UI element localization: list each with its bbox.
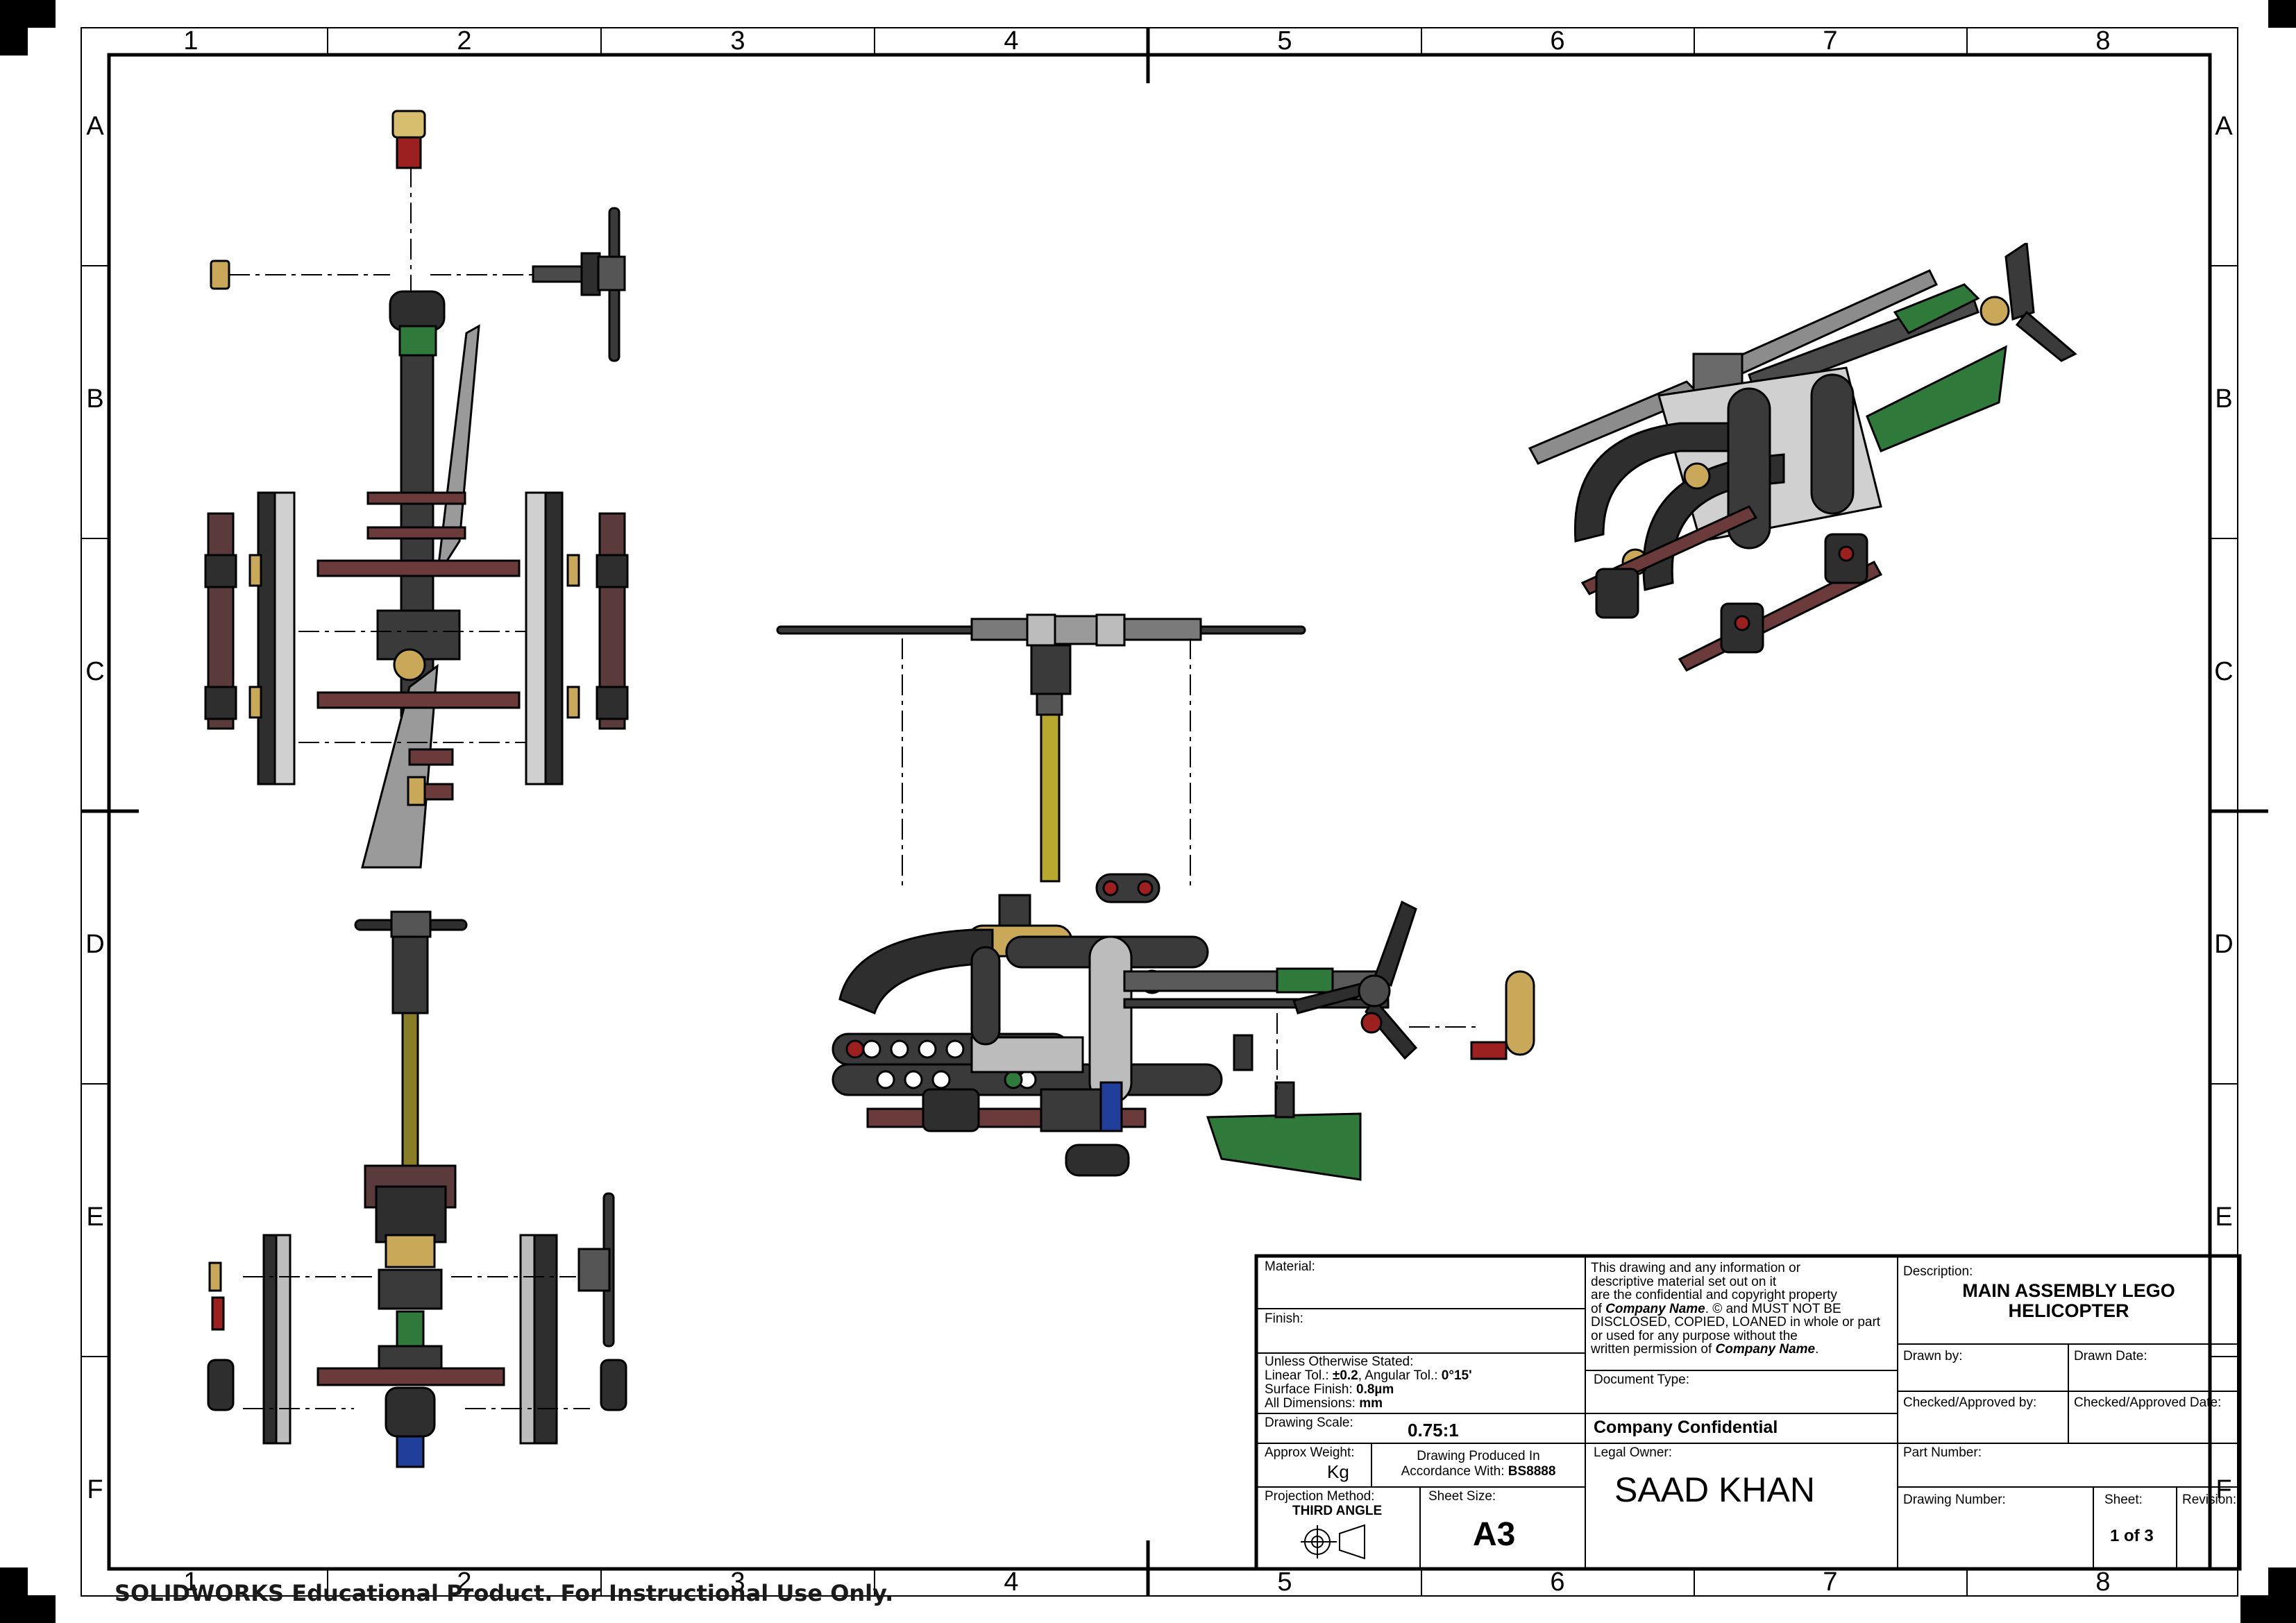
view-top-plan (204, 110, 629, 869)
part-front-cross-axle (316, 1367, 505, 1386)
part-iso-cockpit-arc-back (1573, 422, 1730, 543)
description-label: Description: (1903, 1264, 1973, 1279)
linear-tol-value: ±0.2 (1332, 1368, 1358, 1383)
standard-value: BS8888 (1508, 1464, 1556, 1479)
part-mast-yellow (1040, 713, 1061, 883)
zone-row-c-left: C (85, 657, 105, 686)
part-green-connector (398, 325, 437, 357)
legal-owner-value: SAAD KHAN (1614, 1470, 1815, 1509)
checked-date-label: Checked/Approved Date: (2074, 1395, 2222, 1410)
unless-stated-label: Unless Otherwise Stated: (1265, 1354, 1414, 1369)
description-value: MAIN ASSEMBLY LEGO HELICOPTER (1962, 1280, 2175, 1321)
part-rotor-mast-housing (391, 935, 429, 1014)
drawing-number-label: Drawing Number: (1903, 1493, 2006, 1507)
zone-col-3-bottom: 3 (730, 1567, 745, 1597)
zone-col-7-bottom: 7 (1823, 1567, 1838, 1597)
zone-col-4-bottom: 4 (1004, 1567, 1019, 1597)
third-angle-projection-icon (1301, 1524, 1365, 1560)
part-green-gear-front (396, 1310, 425, 1350)
all-dimensions-line: All Dimensions: mm (1265, 1396, 1383, 1411)
surface-finish-value: 0.8µm (1356, 1382, 1394, 1397)
zone-row-d-right: D (2214, 930, 2234, 959)
zone-row-b-left: B (86, 384, 104, 414)
zone-col-6-top: 6 (1550, 26, 1565, 56)
company-confidential: Company Confidential (1594, 1418, 1778, 1437)
part-blue-pin-side (1099, 1081, 1123, 1132)
tolerance-line: Linear Tol.: ±0.2, Angular Tol.: 0°15' (1265, 1368, 1472, 1383)
zone-col-6-bottom: 6 (1550, 1567, 1565, 1597)
zone-col-3-top: 3 (730, 26, 745, 56)
part-iso-tail-rotor (2004, 243, 2035, 321)
approx-weight-unit: Kg (1327, 1461, 1349, 1482)
sheet-size-label: Sheet Size: (1428, 1489, 1496, 1504)
drawing-scale-value: 0.75:1 (1408, 1420, 1459, 1441)
drawn-by-label: Drawn by: (1903, 1349, 1963, 1363)
zone-col-7-top: 7 (1823, 26, 1838, 56)
view-side-exploded (776, 613, 1535, 1181)
part-iso-green-fin (1866, 345, 2007, 452)
zone-row-d-left: D (85, 930, 105, 959)
legal-owner-label: Legal Owner: (1594, 1445, 1673, 1460)
part-main-blade-lower (361, 663, 439, 869)
part-pin-red (396, 136, 422, 169)
material-label: Material: (1265, 1259, 1315, 1274)
drawn-date-label: Drawn Date: (2074, 1349, 2147, 1363)
part-green-fin (1206, 1112, 1362, 1181)
projection-method-label: Projection Method: (1265, 1489, 1375, 1504)
revision-label: Revision: (2182, 1493, 2237, 1507)
zone-row-f-left: F (87, 1475, 103, 1504)
surface-finish-line: Surface Finish: 0.8µm (1265, 1382, 1394, 1397)
confidentiality-notice: This drawing and any information or desc… (1591, 1261, 1881, 1357)
corner-mark-tr (2268, 0, 2296, 28)
finish-label: Finish: (1265, 1311, 1303, 1326)
sheet-size-value: A3 (1473, 1516, 1516, 1553)
checked-by-label: Checked/Approved by: (1903, 1395, 2037, 1410)
part-red-pin-front (211, 1296, 225, 1331)
part-cross-axle-lower (316, 691, 521, 709)
zone-row-e-left: E (86, 1203, 104, 1232)
zone-col-2-bottom: 2 (457, 1567, 472, 1597)
part-number-label: Part Number: (1903, 1445, 1982, 1460)
zone-col-1-bottom: 1 (183, 1567, 199, 1597)
all-dimensions-value: mm (1359, 1396, 1383, 1411)
tolerances-block: Unless Otherwise Stated: Linear Tol.: ±0… (1265, 1355, 1472, 1411)
part-blue-pin (396, 1435, 425, 1468)
zone-row-f-right: F (2215, 1475, 2232, 1504)
part-center-hub (376, 609, 461, 661)
view-front (207, 910, 627, 1468)
zone-col-5-bottom: 5 (1277, 1567, 1292, 1597)
projection-method-value: THIRD ANGLE (1292, 1504, 1383, 1518)
part-tail-rotor-blade-2 (1365, 997, 1418, 1060)
part-cockpit-arc (838, 928, 994, 1014)
zone-col-1-top: 1 (183, 26, 199, 56)
approx-weight-label: Approx Weight: (1265, 1445, 1355, 1460)
part-cross-axle-upper (316, 559, 521, 577)
zone-row-a-left: A (86, 112, 104, 141)
zone-col-4-top: 4 (1004, 26, 1019, 56)
zone-col-2-top: 2 (457, 26, 472, 56)
view-isometric (1528, 243, 2077, 672)
produced-in-accordance: Drawing Produced In Accordance With: BS8… (1401, 1449, 1556, 1479)
zone-row-c-right: C (2214, 657, 2234, 686)
zone-row-e-right: E (2215, 1203, 2233, 1232)
zone-row-b-right: B (2215, 384, 2233, 414)
part-tail-fin-tan (1505, 970, 1535, 1056)
drawing-scale-label: Drawing Scale: (1265, 1416, 1353, 1430)
document-type-label: Document Type: (1594, 1373, 1690, 1387)
angular-tol-value: 0°15' (1441, 1368, 1472, 1383)
zone-row-a-right: A (2215, 112, 2233, 141)
sheet-label: Sheet: (2104, 1493, 2143, 1507)
zone-col-8-bottom: 8 (2095, 1567, 2111, 1597)
zone-col-5-top: 5 (1277, 26, 1292, 56)
educational-watermark: SOLIDWORKS Educational Product. For Inst… (115, 1580, 894, 1606)
zone-col-8-top: 8 (2095, 26, 2111, 56)
sheet-value: 1 of 3 (2110, 1527, 2154, 1545)
